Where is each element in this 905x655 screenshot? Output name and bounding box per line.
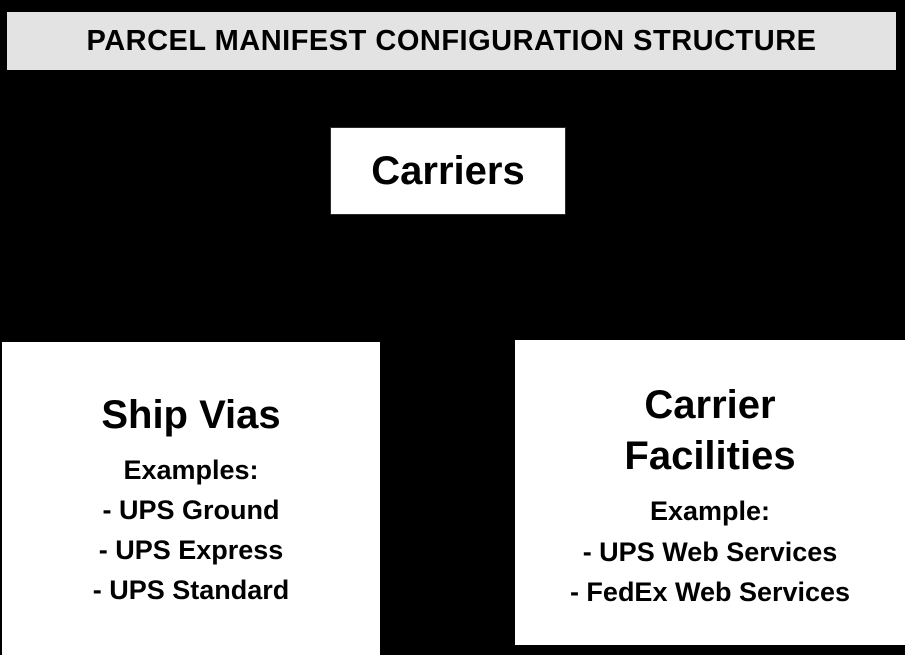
list-item: - UPS Web Services — [582, 536, 838, 567]
list-item: - FedEx Web Services — [569, 576, 851, 607]
carrier-facilities-node: Carrier Facilities Example: - UPS Web Se… — [515, 340, 905, 645]
ship-vias-node: Ship Vias Examples: - UPS Ground - UPS E… — [2, 342, 380, 655]
carriers-label: Carriers — [371, 148, 525, 193]
carrier-facilities-subtitle: Example: — [649, 496, 771, 527]
carrier-facilities-title-line2: Facilities — [624, 434, 796, 479]
ship-vias-title: Ship Vias — [101, 393, 281, 437]
list-item: - UPS Standard — [92, 575, 290, 606]
carriers-node: Carriers — [330, 127, 566, 215]
carrier-facilities-title-line1: Carrier — [644, 383, 776, 427]
list-item: - UPS Ground — [102, 495, 280, 526]
diagram-title: PARCEL MANIFEST CONFIGURATION STRUCTURE — [86, 24, 817, 57]
list-item: - UPS Express — [98, 535, 284, 566]
ship-vias-subtitle: Examples: — [123, 455, 259, 486]
diagram-title-banner: PARCEL MANIFEST CONFIGURATION STRUCTURE — [5, 10, 898, 72]
